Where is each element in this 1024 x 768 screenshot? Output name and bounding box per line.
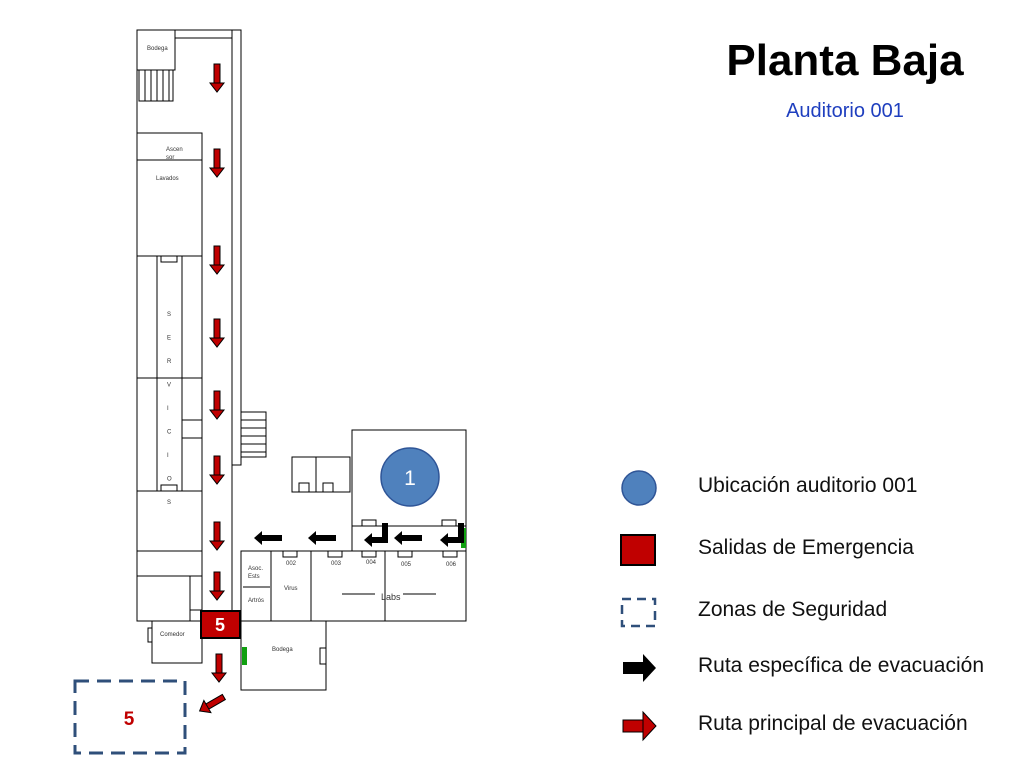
servicios-letter: C [167, 430, 172, 436]
legend-item-specific-route: Ruta específica de evacuación [618, 648, 1018, 688]
blue-circle-icon [621, 470, 657, 506]
room-label-comedor: Comedor [160, 632, 185, 638]
legend-label-safety-zones: Zonas de Seguridad [698, 598, 888, 621]
legend-item-exits: Salidas de Emergencia [618, 530, 1018, 570]
legend-label-specific-route: Ruta específica de evacuación [698, 654, 985, 677]
room-label-ascensor: Ascen [166, 147, 183, 153]
room-label-lavados: Lavados [156, 176, 179, 182]
room-label-servicios: S E R V I C I O S [167, 312, 172, 506]
door-marker [242, 647, 247, 665]
room-label-ascensor-2: sor [166, 155, 174, 161]
emergency-exit [200, 610, 241, 639]
auditorio-marker-label: 1 [404, 467, 416, 490]
servicios-letter: O [167, 477, 172, 483]
servicios-letter: S [167, 500, 171, 506]
dashed-square-icon [620, 597, 657, 628]
room-label-ests: Ests [248, 574, 260, 580]
auditorio-marker [380, 447, 440, 507]
room-label-002: 002 [286, 561, 297, 567]
room-label-bodega-bottom: Bodega [272, 647, 293, 653]
servicios-letter: I [167, 453, 169, 459]
servicios-letter: I [167, 406, 169, 412]
room-label-003: 003 [331, 561, 342, 567]
legend-label-exits: Salidas de Emergencia [698, 536, 914, 559]
safety-zone-label: 5 [124, 709, 135, 730]
legend-label-auditorio: Ubicación auditorio 001 [698, 474, 918, 497]
specific-evacuation-route [254, 523, 464, 547]
safety-zone [73, 679, 187, 755]
page-title: Planta Baja [726, 36, 964, 85]
room-label-asoc: Asoc. [248, 566, 263, 572]
room-label-005: 005 [401, 562, 412, 568]
room-label-virus: Virus [284, 586, 298, 592]
emergency-exit-label: 5 [215, 615, 225, 635]
servicios-letter: E [167, 336, 171, 342]
room-label-bodega: Bodega [147, 46, 168, 52]
room-label-006: 006 [446, 562, 457, 568]
servicios-letter: V [167, 383, 171, 389]
servicios-letter: S [167, 312, 171, 318]
red-arrow-icon [622, 710, 657, 742]
room-label-artros: Artrós [248, 598, 264, 604]
legend-item-safety-zones: Zonas de Seguridad [618, 592, 1018, 632]
legend-item-main-route: Ruta principal de evacuación [618, 706, 1018, 746]
legend-item-auditorio: Ubicación auditorio 001 [618, 468, 1018, 508]
legend-label-main-route: Ruta principal de evacuación [698, 712, 968, 735]
page-subtitle: Auditorio 001 [786, 100, 904, 122]
room-label-labs: Labs [381, 592, 401, 602]
servicios-letter: R [167, 359, 172, 365]
room-label-004: 004 [366, 560, 377, 566]
black-arrow-icon [623, 654, 656, 682]
red-square-icon [620, 534, 656, 566]
